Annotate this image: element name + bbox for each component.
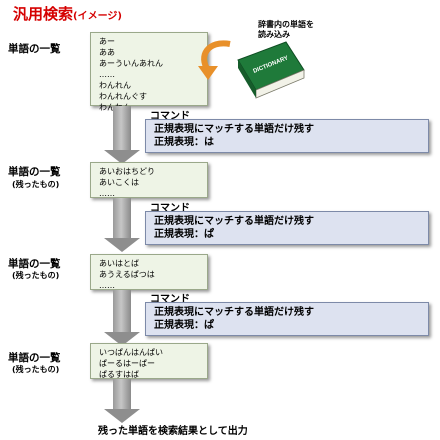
word-item: ぱーるはーぱー — [99, 359, 155, 368]
dictionary-illustration: DICTIONARY — [198, 40, 305, 99]
word-item: …… — [99, 281, 115, 290]
command-3-heading: コマンド — [150, 294, 190, 305]
word-item: いつぱんはんぱい — [99, 348, 163, 357]
command-2-box: 正規表現にマッチする単語だけ残す 正規表現：ぱ — [145, 211, 429, 245]
flow-arrow-4-head — [104, 409, 140, 423]
word-item: あーういんあれん — [99, 59, 163, 68]
command-1-regex: 正規表現：は — [154, 137, 214, 148]
word-item: …… — [99, 70, 115, 79]
flow-arrow-3-shaft — [113, 290, 131, 332]
curved-arrow-head — [198, 66, 218, 80]
stage-4-label: 単語の一覧 — [8, 352, 61, 364]
stage-1-word-list: あー ああ あーういんあれん …… わんれん わんれんぐす わんわん — [90, 32, 208, 112]
word-item: あいおはちどり — [99, 167, 155, 176]
word-item: わんれんぐす — [99, 92, 147, 101]
command-1-box: 正規表現にマッチする単語だけ残す 正規表現：は — [145, 119, 429, 153]
stage-3-word-list: あいはとば あうえるぱつは …… — [90, 254, 208, 290]
word-item: あー — [99, 37, 115, 46]
flow-arrow-3-head — [104, 332, 140, 346]
flow-arrow-1-shaft — [113, 106, 131, 150]
word-item: あいこくは — [99, 178, 139, 187]
command-2-description: 正規表現にマッチする単語だけ残す — [154, 216, 314, 227]
command-2-regex: 正規表現：ぱ — [154, 229, 214, 240]
flow-arrow-4-shaft — [113, 379, 131, 409]
command-2-heading: コマンド — [150, 203, 190, 214]
stage-4-word-list: いつぱんはんぱい ぱーるはーぱー ぱるすはば — [90, 343, 208, 379]
word-item: ああ — [99, 48, 115, 57]
stage-2-word-list: あいおはちどり あいこくは …… — [90, 162, 208, 198]
stage-4-sublabel: (残ったもの) — [12, 365, 60, 374]
title-subtitle: (イメージ) — [73, 11, 122, 22]
stage-3-label: 単語の一覧 — [8, 258, 61, 270]
dictionary-caption: 辞書内の単語を 読み込み — [258, 20, 314, 40]
diagram-title: 汎用検索(イメージ) — [13, 3, 122, 24]
command-1-heading: コマンド — [150, 111, 190, 122]
dictionary-caption-line-1: 辞書内の単語を — [258, 20, 314, 29]
command-3-box: 正規表現にマッチする単語だけ残す 正規表現：ぱ — [145, 302, 429, 336]
final-output-label: 残った単語を検索結果として出力 — [98, 426, 248, 437]
stage-3-sublabel: (残ったもの) — [12, 271, 60, 280]
stage-1-label: 単語の一覧 — [8, 43, 61, 55]
command-3-description: 正規表現にマッチする単語だけ残す — [154, 307, 314, 318]
word-item: あいはとば — [99, 259, 139, 268]
stage-2-label: 単語の一覧 — [8, 166, 61, 178]
word-item: あうえるぱつは — [99, 270, 155, 279]
command-3-regex: 正規表現：ぱ — [154, 320, 214, 331]
command-1-description: 正規表現にマッチする単語だけ残す — [154, 124, 314, 135]
flow-arrow-2-head — [104, 238, 140, 252]
word-item: わんれん — [99, 81, 131, 90]
word-item: …… — [99, 189, 115, 198]
flow-arrow-2-shaft — [113, 198, 131, 238]
word-item: ぱるすはば — [99, 370, 139, 379]
flow-arrow-1-head — [104, 150, 140, 164]
dictionary-book-icon: DICTIONARY — [237, 41, 305, 99]
stage-2-sublabel: (残ったもの) — [12, 180, 60, 189]
title-main: 汎用検索 — [13, 5, 74, 23]
dictionary-caption-line-2: 読み込み — [258, 30, 290, 39]
